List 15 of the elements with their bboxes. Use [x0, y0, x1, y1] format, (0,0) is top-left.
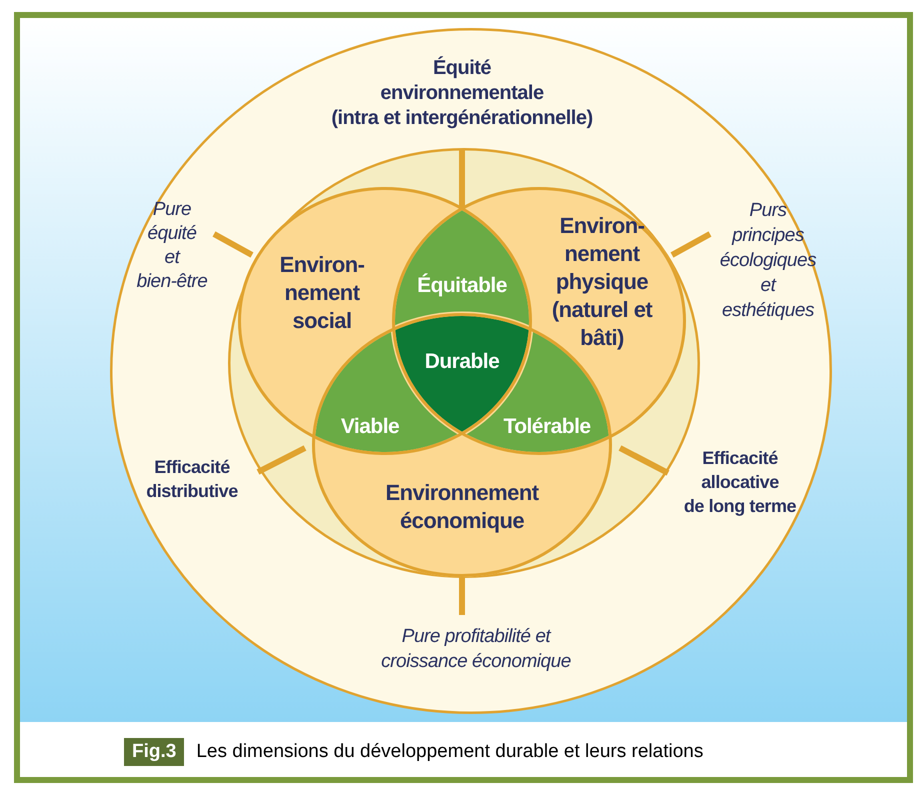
ring-label: Pure équité et bien-être — [136, 198, 208, 294]
ring-label: Efficacité distributive — [145, 456, 239, 503]
overlap-label: Durable — [424, 349, 500, 375]
ring-circle — [110, 28, 832, 714]
overlap-label: Équitable — [416, 272, 508, 299]
ring-label: Efficacité allocative de long terme — [682, 447, 798, 518]
caption-text: Les dimensions du développement durable et leurs relations — [196, 740, 704, 764]
circle-label: Environnement économique — [384, 479, 540, 535]
overlap-label: Viable — [340, 414, 400, 440]
ring-label: Pure profitabilité et croissance économique — [380, 625, 572, 674]
figure-tag: Fig.3 — [124, 738, 184, 766]
overlap-label: Tolérable — [502, 414, 592, 440]
circle-label: Environ- nement social — [278, 251, 366, 335]
ring-label: Équité environnementale (intra et intergénérationnelle) — [330, 56, 594, 131]
circle-label: Environ- nement physique (naturel et bâti) — [550, 212, 654, 352]
